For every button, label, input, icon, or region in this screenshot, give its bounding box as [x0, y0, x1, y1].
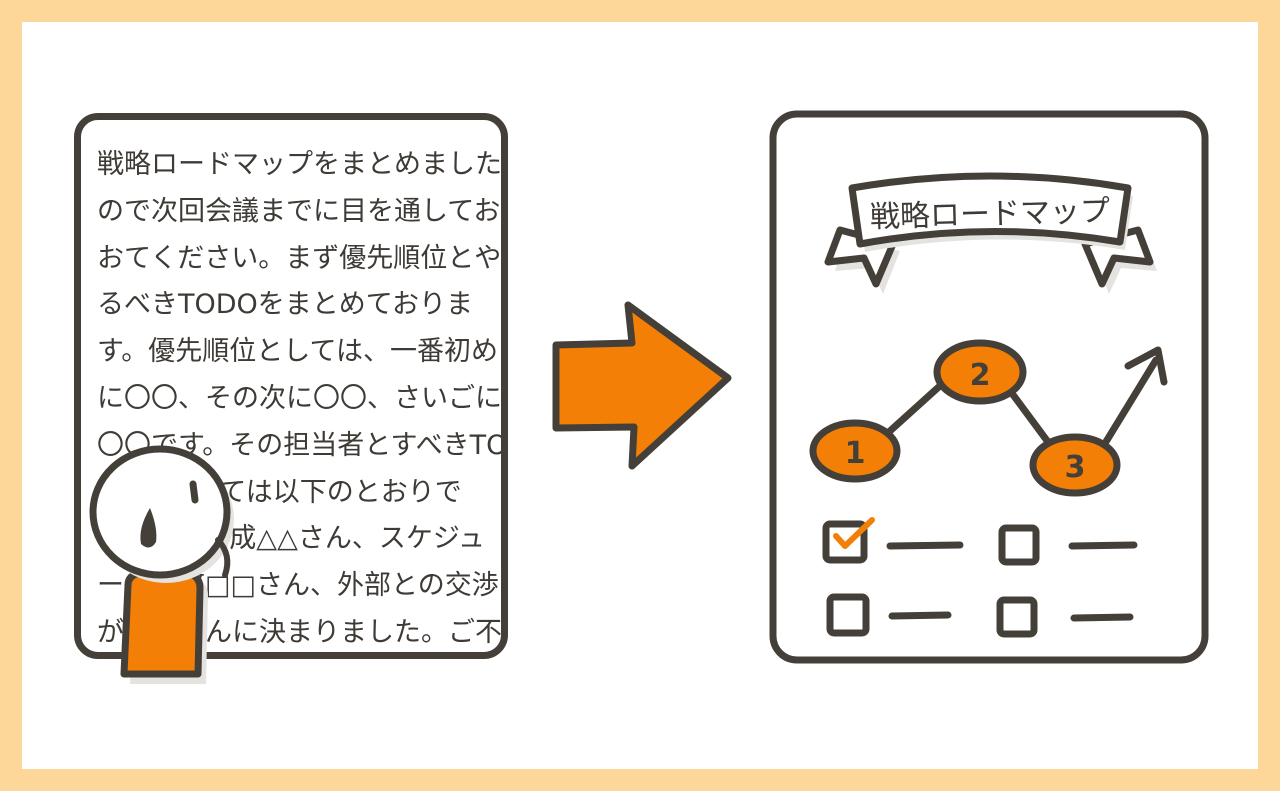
document-text: 戦略ロードマップをまとめましたので次回会議までに目を通しておおてください。まず優…	[97, 149, 508, 648]
document-card: 戦略ロードマップをまとめましたので次回会議までに目を通しておおてください。まず優…	[74, 113, 508, 659]
banner-title: 戦略ロードマップ	[869, 193, 1111, 236]
